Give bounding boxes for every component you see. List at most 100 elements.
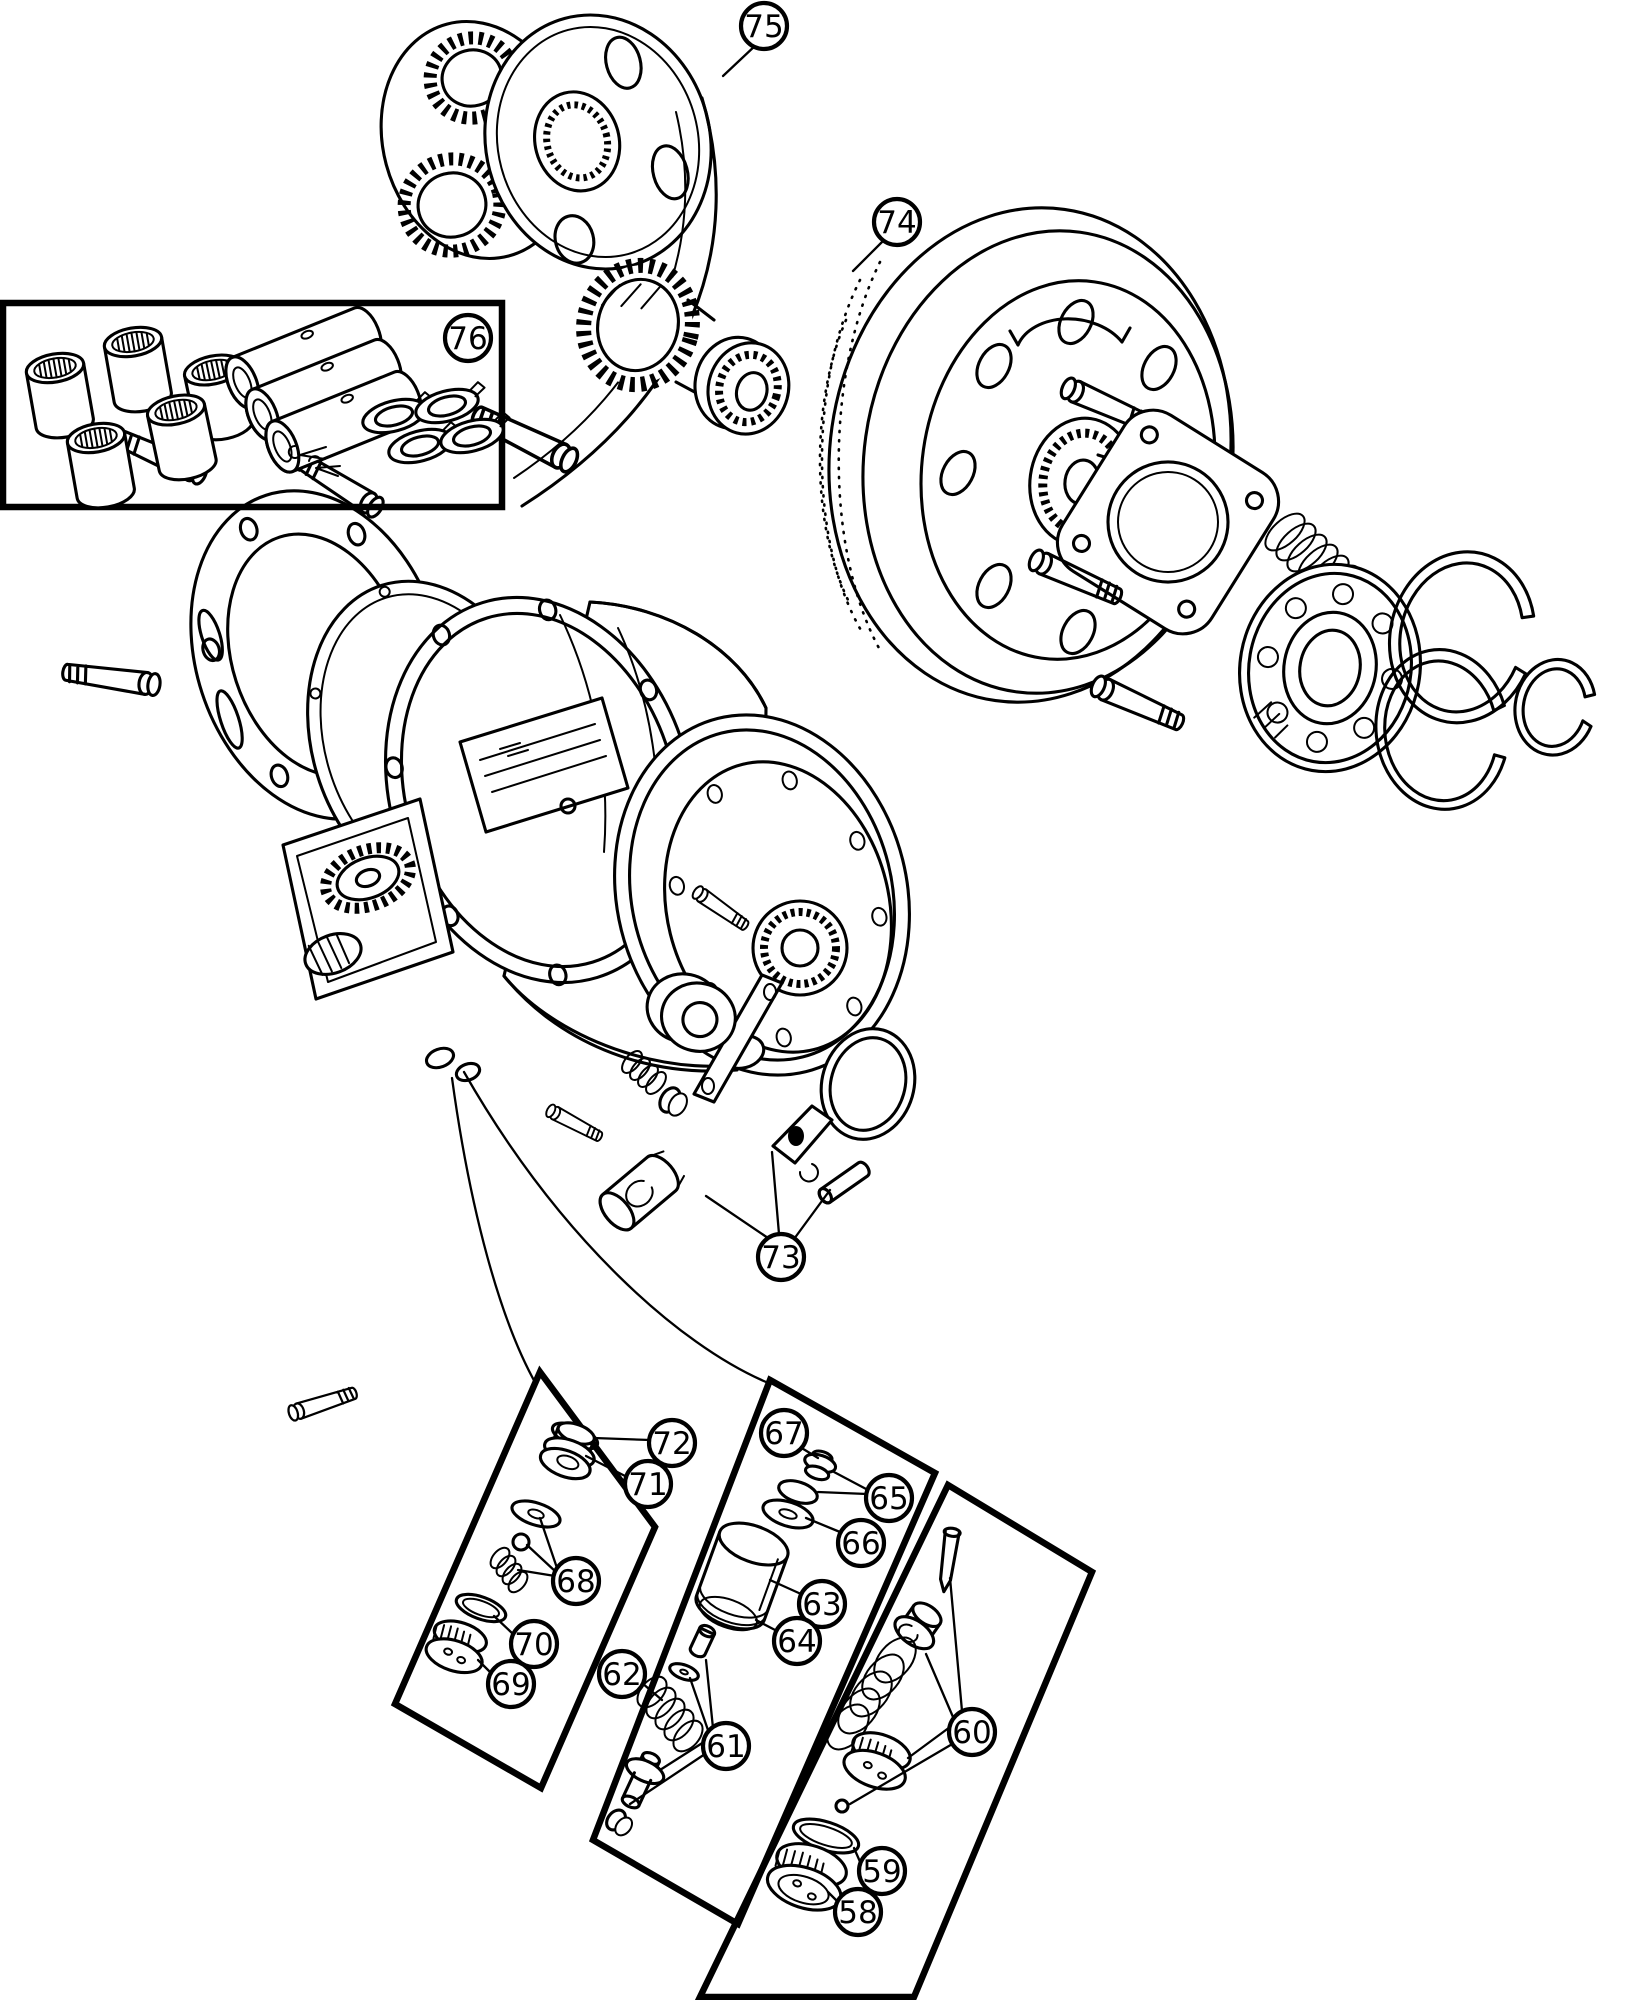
- spring-60: [826, 1636, 917, 1751]
- right-box-parts: [765, 1526, 962, 1912]
- thrust-bridge: [1024, 374, 1281, 736]
- callout-58-circle: [832, 1886, 884, 1938]
- circlip-large-1: [1387, 550, 1536, 725]
- callout-66-circle: [835, 1517, 887, 1569]
- callout-74: 74: [871, 196, 923, 248]
- leader-69: [476, 1658, 492, 1674]
- callout-75: 75: [738, 0, 790, 52]
- bearing-balls: [1256, 583, 1404, 753]
- leader-curve-middle-box: [462, 1070, 768, 1384]
- callout-64: 64: [771, 1615, 823, 1667]
- callout-61: 61: [700, 1720, 752, 1772]
- mainshaft-pinion: [576, 257, 791, 436]
- callout-63-circle: [796, 1578, 848, 1630]
- pin-61: [688, 1623, 717, 1659]
- callout-62-label: 62: [602, 1657, 641, 1693]
- callout-67: 67: [758, 1407, 810, 1459]
- callout-59-circle: [856, 1845, 908, 1897]
- callout-67-circle: [758, 1407, 810, 1459]
- callout-69-label: 69: [491, 1667, 530, 1703]
- callout-71: 71: [622, 1458, 674, 1510]
- left-valve-box-border: [390, 1365, 659, 1793]
- callout-73: 73: [755, 1231, 807, 1283]
- leader-71: [584, 1454, 629, 1479]
- callout-59: 59: [856, 1845, 908, 1897]
- pivot-pin: [817, 1160, 871, 1205]
- callout-75-circle: [738, 0, 790, 52]
- leader-65: [816, 1470, 870, 1496]
- speedo-clamp: [771, 1027, 917, 1183]
- pump-cover-plate: [281, 797, 455, 1001]
- callout-73-circle: [755, 1231, 807, 1283]
- callout-69-circle: [485, 1658, 537, 1710]
- solenoid-plate: [458, 696, 630, 834]
- leader-58: [826, 1890, 839, 1903]
- callout-64-label: 64: [777, 1624, 816, 1660]
- leader-61: [628, 1658, 715, 1806]
- callout-63-label: 63: [802, 1587, 841, 1623]
- callout-60-label: 60: [952, 1715, 991, 1751]
- pin-60: [938, 1526, 962, 1594]
- callout-60-circle: [946, 1706, 998, 1758]
- loose-stud-mid: [543, 1102, 606, 1145]
- split-pins: [287, 444, 341, 477]
- piston-63-64: [694, 1521, 790, 1632]
- detent-spring-small: [621, 1050, 667, 1095]
- callout-70: 70: [508, 1618, 560, 1670]
- needle-roller-4: [63, 417, 139, 514]
- callout-71-label: 71: [628, 1467, 667, 1503]
- valve-seat-65: [777, 1479, 819, 1505]
- detent-cap: [658, 1086, 688, 1117]
- casing-plug-a: [424, 1046, 456, 1070]
- bearing-kit-box: [0, 299, 518, 514]
- plug-69: [424, 1619, 488, 1675]
- drum-speckle-1: [820, 278, 864, 634]
- callout-60: 60: [946, 1706, 998, 1758]
- loose-stud-low: [285, 1383, 360, 1423]
- plug-71: [538, 1421, 596, 1481]
- ball-60: [834, 1798, 850, 1814]
- leader-curve-left-box: [450, 1076, 538, 1386]
- main-casing: [383, 595, 911, 1083]
- callout-66: 66: [835, 1517, 887, 1569]
- leader-70: [492, 1614, 515, 1636]
- circlip-large-2: [1374, 648, 1507, 811]
- callout-70-label: 70: [514, 1627, 553, 1663]
- callout-62-circle: [596, 1648, 648, 1700]
- pinion-spline-collar: [693, 335, 791, 436]
- callout-72: 72: [646, 1417, 698, 1469]
- casing-silhouette: [502, 600, 768, 1073]
- callout-76-circle: [442, 312, 494, 364]
- leader-60: [848, 1576, 964, 1806]
- callout-65-label: 65: [869, 1481, 908, 1517]
- retainer-bar-and-bush: [621, 972, 784, 1117]
- leader-68: [516, 1516, 559, 1578]
- middle-box-parts: [605, 1449, 838, 1837]
- callout-72-label: 72: [652, 1426, 691, 1462]
- pinion-gear: [576, 257, 700, 393]
- callout-61-label: 61: [706, 1729, 745, 1765]
- callout-63: 63: [796, 1578, 848, 1630]
- retainer-bar: [692, 973, 784, 1104]
- leader-62: [640, 1681, 664, 1702]
- drum-speckle-2: [837, 260, 882, 652]
- callout-66-label: 66: [841, 1526, 880, 1562]
- callout-68-label: 68: [556, 1564, 595, 1600]
- kit-box-border: [0, 299, 506, 511]
- callout-leaders: [476, 42, 964, 1903]
- callout-61-circle: [700, 1720, 752, 1772]
- callout-70-circle: [508, 1618, 560, 1670]
- callout-58-label: 58: [838, 1895, 877, 1931]
- callout-68: 68: [550, 1555, 602, 1607]
- leader-63: [768, 1578, 803, 1596]
- plate-stud-2: [59, 659, 163, 698]
- washer-61: [668, 1662, 700, 1682]
- plunger-61: [620, 1750, 666, 1810]
- casing-plug-b: [454, 1061, 482, 1083]
- leader-64: [754, 1618, 779, 1633]
- callout-64-circle: [771, 1615, 823, 1667]
- callout-67-label: 67: [764, 1416, 803, 1452]
- ball-68: [511, 1532, 531, 1552]
